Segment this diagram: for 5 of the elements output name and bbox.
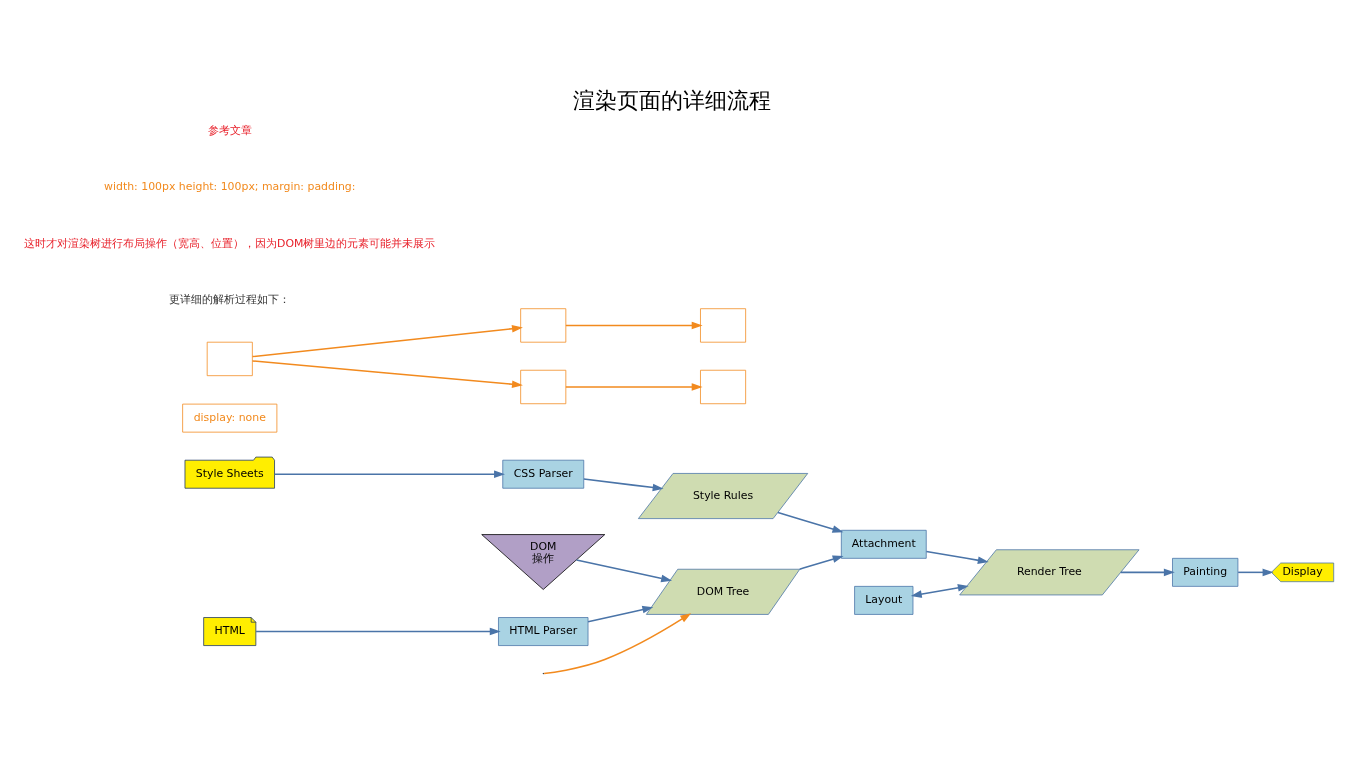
label: 这时才对渲染树进行布局操作（宽高、位置），因为DOM树里边的元素可能并未展示 bbox=[24, 236, 436, 250]
diagram-title: 渲染页面的详细流程 bbox=[573, 87, 772, 113]
label: 更详细的解析过程如下： bbox=[169, 292, 291, 306]
label: 参考文章 bbox=[207, 123, 252, 137]
label: width: 100px height: 100px; margin: padding: bbox=[104, 179, 356, 193]
